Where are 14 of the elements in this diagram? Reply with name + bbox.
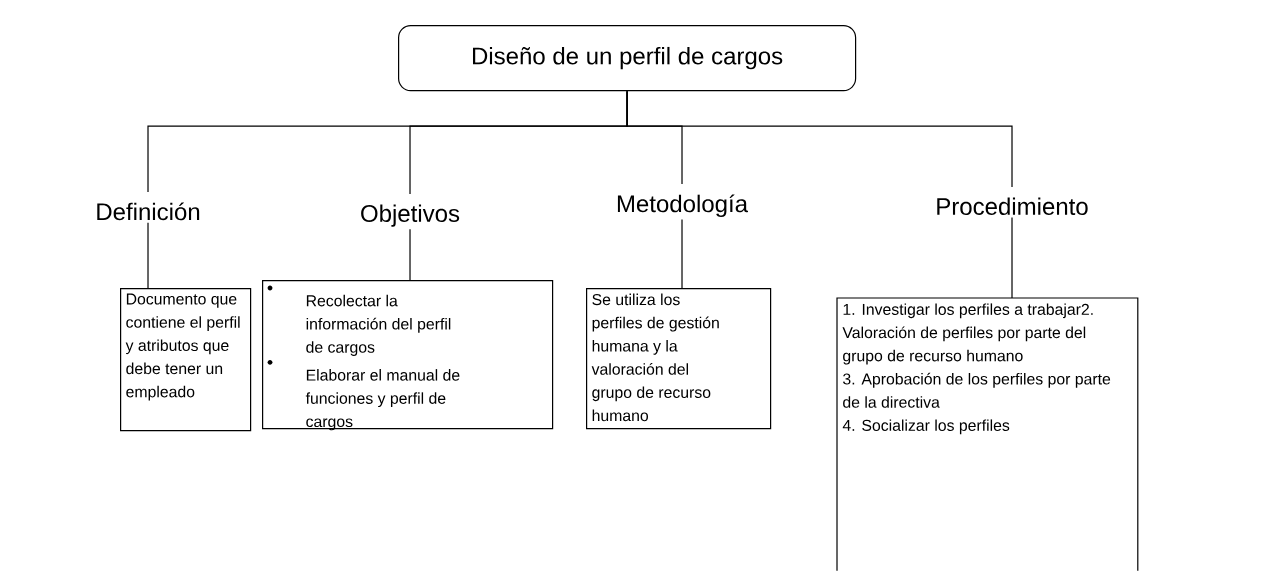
- connector-line: [626, 90, 1013, 188]
- text-box: Se utiliza los perfiles de gestión humana y la valoración del grupo de recurso humano: [586, 288, 772, 430]
- text-box: Recolectar la información del perfil de cargos Elaborar el manual de funciones y perfil de cargos: [262, 280, 554, 431]
- connector-line: [1011, 216, 1013, 299]
- connector-line: [409, 228, 411, 281]
- connector-line: [147, 222, 149, 289]
- text-box: Documento que contiene el perfil y atributos que debe tener un empleado: [120, 288, 252, 432]
- heading-text: Objetivos: [361, 204, 460, 227]
- heading-text: Definición: [97, 202, 200, 221]
- connector-line: [681, 218, 683, 289]
- heading-text: Metodología: [617, 194, 748, 218]
- title-box: Diseño de un perfil de cargos: [398, 25, 857, 92]
- text-box: 1. Investigar los perfiles a trabajar2. Valoración de perfiles por parte del grupo de recurso humano 3. Aprobación de los perfiles por parte de la directiva 4. Socializar los perfiles: [836, 297, 1139, 572]
- heading-text: Procedimiento: [937, 197, 1088, 215]
